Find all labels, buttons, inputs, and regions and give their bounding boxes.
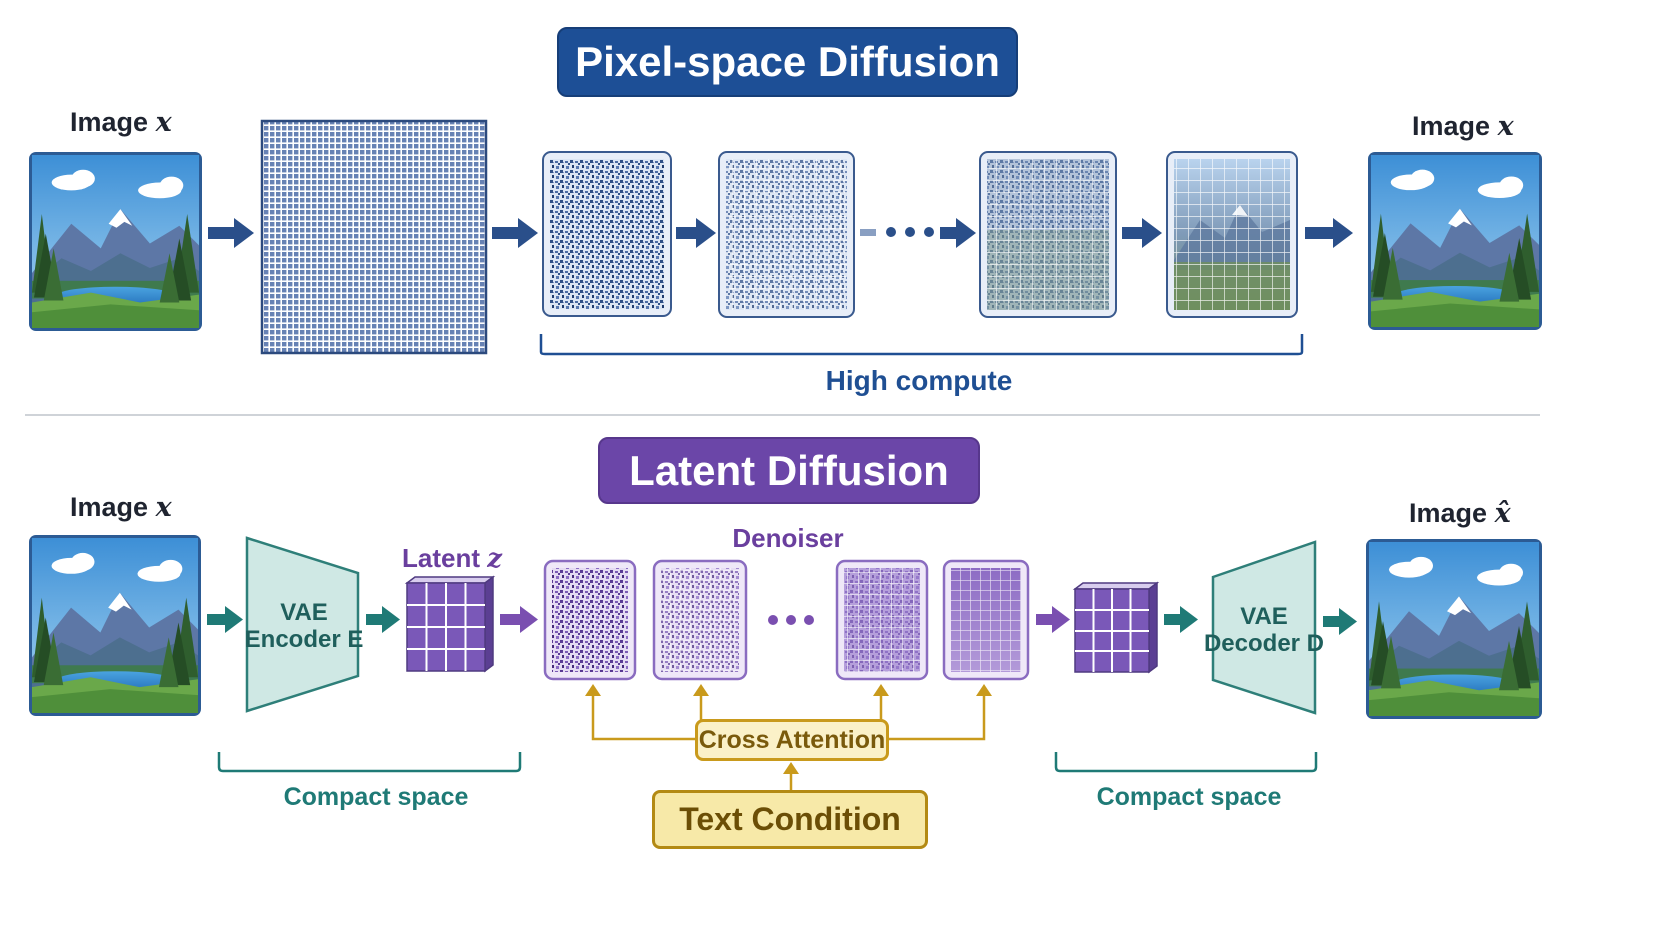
high-compute-label: High compute (825, 365, 1013, 396)
denoiser-ellipsis (768, 615, 814, 625)
pixel-arrow-1 (208, 218, 254, 248)
compact-space-brace-right (1054, 752, 1318, 773)
latent-title: Latent Diffusion (629, 446, 949, 494)
pixel-arrow-3 (676, 218, 716, 248)
vae-encoder-label: VAE Encoder E (244, 599, 364, 653)
pixel-title: Pixel-space Diffusion (575, 38, 1000, 85)
cross-attention-box: Cross Attention (695, 719, 889, 761)
pixel-input-image (29, 152, 202, 331)
cross-attention-label: Cross Attention (698, 725, 886, 754)
teal-arrow-2 (366, 606, 400, 633)
pixel-arrow-5 (1305, 218, 1353, 248)
compact-space-brace-left (217, 752, 522, 773)
denoiser-step-3 (835, 559, 929, 681)
latent-input-image (29, 535, 201, 716)
teal-arrow-4 (1323, 608, 1357, 635)
latent-output-image (1366, 539, 1542, 719)
compact-space-left-label: Compact space (283, 783, 469, 811)
pixel-step-1-noise (542, 151, 672, 317)
purple-arrow-1 (500, 606, 538, 633)
high-compute-brace (539, 334, 1304, 356)
vae-decoder-label: VAE Decoder D (1203, 603, 1325, 657)
teal-arrow-1 (207, 606, 243, 633)
text-condition-label: Text Condition (679, 801, 901, 837)
teal-arrow-3 (1164, 606, 1198, 633)
denoiser-step-2 (652, 559, 748, 681)
pixel-step-4-reconstruct (1166, 151, 1298, 318)
pixel-step-2-noise (718, 151, 855, 318)
purple-arrow-2 (1036, 606, 1070, 633)
latent-z-cube (404, 575, 496, 673)
compact-space-right-label: Compact space (1096, 783, 1282, 811)
pixel-output-image (1368, 152, 1542, 330)
pixel-output-label: Image x (1412, 111, 1514, 142)
latent-title-box: Latent Diffusion (598, 437, 980, 504)
latent-z-label: Latent z (402, 543, 502, 574)
pixel-arrow-2 (492, 218, 538, 248)
denoiser-label: Denoiser (732, 523, 844, 553)
vae-decoder-shape (1211, 540, 1317, 715)
pixel-title-box: Pixel-space Diffusion (557, 27, 1018, 97)
denoiser-step-1 (543, 559, 637, 681)
denoiser-step-4 (942, 559, 1030, 681)
latent-input-label: Image x (70, 492, 172, 523)
cross-attention-arrowheads (585, 684, 992, 774)
cross-attention-connectors (591, 692, 986, 790)
latent-output-cube (1072, 581, 1160, 674)
pixel-step-3-noise (979, 151, 1117, 318)
pixel-arrow-4 (1122, 218, 1162, 248)
pixel-ellipsis-arrow (860, 218, 976, 248)
vae-encoder-shape (245, 536, 360, 713)
text-condition-box: Text Condition (652, 790, 928, 849)
latent-output-label: Image x̂ (1409, 498, 1511, 529)
pixel-input-label: Image x (70, 107, 172, 138)
pixel-grid-image (260, 119, 488, 355)
